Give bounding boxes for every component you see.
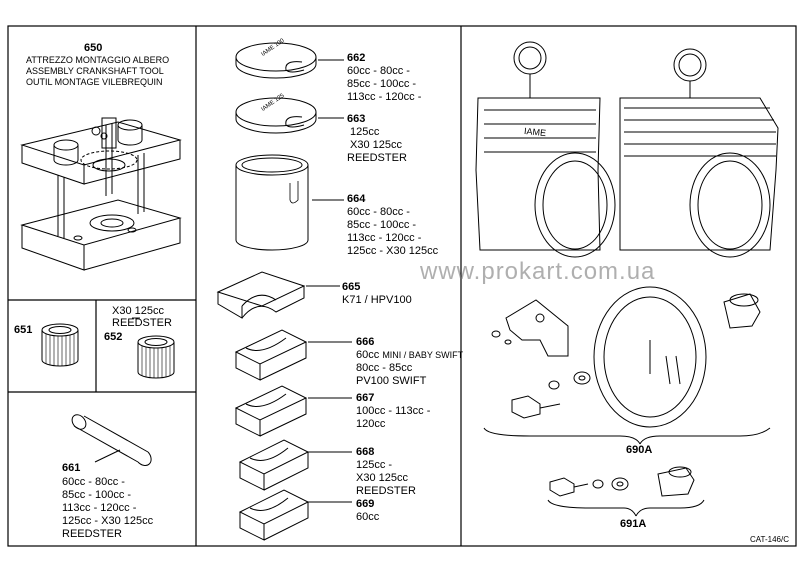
outer-frame [7, 25, 797, 547]
part-666-line-2: 80cc - 85cc [356, 362, 413, 374]
ring-651-drawing [41, 323, 79, 367]
part-661-line-3: 113cc - 120cc - [62, 502, 137, 514]
tool-650-drawing [20, 117, 182, 271]
support-665-drawing [216, 271, 306, 319]
plate-662-label: IAME 100 [260, 38, 286, 58]
bar-661-drawing [71, 414, 152, 466]
part-663-number: 663 [347, 113, 366, 125]
part-652-number: 652 [104, 331, 123, 343]
ring-652-drawing [137, 335, 175, 379]
part-661-line-2: 85cc - 100cc - [62, 489, 132, 501]
leader-lines [132, 59, 352, 503]
part-650-number: 650 [84, 42, 103, 54]
engine-label: IAME [523, 125, 547, 139]
part-664-line-3: 113cc - 120cc - [347, 232, 422, 244]
watermark: www.prokart.com.ua [420, 258, 656, 285]
catalog-code: CAT-146/C [750, 535, 789, 544]
part-664-line-1: 60cc - 80cc - [347, 206, 410, 218]
part-666-number: 666 [356, 336, 375, 348]
part-690A-number: 690A [626, 444, 653, 456]
part-650-line-2: ASSEMBLY CRANKSHAFT TOOL [26, 66, 164, 76]
plate-662-drawing [235, 42, 317, 134]
part-665-line-1: K71 / HPV100 [342, 294, 412, 306]
part-664-line-2: 85cc - 100cc - [347, 219, 417, 231]
part-668-number: 668 [356, 446, 375, 458]
part-651-number: 651 [14, 324, 33, 336]
part-662-line-1: 60cc - 80cc - [347, 65, 410, 77]
part-666-line-1-size: 60cc [356, 349, 380, 361]
engine-690A-drawing [475, 41, 779, 445]
part-667-line-1: 100cc - 113cc - [356, 405, 431, 417]
blocks-666-669-drawing [234, 329, 310, 541]
part-667-line-2: 120cc [356, 418, 386, 430]
part-666-line-3: PV100 SWIFT [356, 375, 427, 387]
part-661-line-1: 60cc - 80cc - [62, 476, 125, 488]
part-668-line-2: X30 125cc [356, 472, 408, 484]
part-650-line-3: OUTIL MONTAGE VILEBREQUIN [26, 77, 163, 87]
part-665-number: 665 [342, 281, 361, 293]
part-661-line-5: REEDSTER [62, 528, 122, 540]
part-652-line-2: REEDSTER [112, 317, 172, 329]
part-669-number: 669 [356, 498, 375, 510]
part-664-number: 664 [347, 193, 366, 205]
part-664-line-4: 125cc - X30 125cc [347, 245, 439, 257]
part-661-line-4: 125cc - X30 125cc [62, 515, 154, 527]
part-663-line-3: REEDSTER [347, 152, 407, 164]
part-668-line-3: REEDSTER [356, 485, 416, 497]
part-667-number: 667 [356, 392, 375, 404]
part-662-line-2: 85cc - 100cc - [347, 78, 417, 90]
part-663-line-2: X30 125cc [350, 139, 402, 151]
part-662-number: 662 [347, 52, 366, 64]
part-661-number: 661 [62, 462, 81, 474]
part-662-line-3: 113cc - 120cc - [347, 91, 422, 103]
part-666-line-1: 60cc MINI / BABY SWIFT [356, 349, 463, 361]
parts-691A-drawing [547, 466, 705, 517]
part-691A-number: 691A [620, 518, 647, 530]
plate-663-label: IAME 125 [260, 93, 286, 113]
part-669-line-1: 60cc [356, 511, 380, 523]
part-650-line-1: ATTREZZO MONTAGGIO ALBERO [26, 55, 170, 65]
part-663-line-1: 125cc [350, 126, 380, 138]
sleeve-664-drawing [235, 154, 309, 251]
part-666-line-1-model: MINI / BABY SWIFT [382, 350, 464, 360]
part-668-line-1: 125cc - [356, 459, 393, 471]
part-652-line-1: X30 125cc [112, 305, 164, 317]
